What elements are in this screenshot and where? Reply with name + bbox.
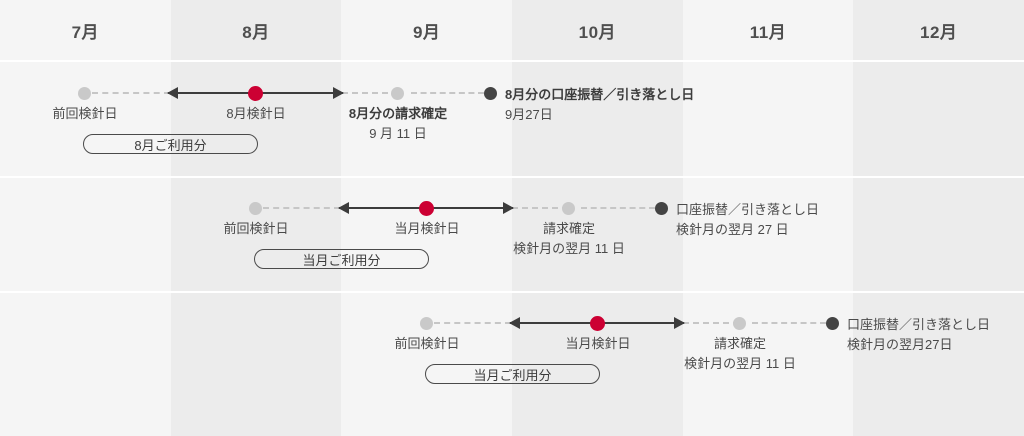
divider-row-1 (0, 176, 1024, 178)
label-billing-confirmed-row2: 請求確定 検針月の翌月 11 日 (513, 219, 625, 258)
node-debit-row1 (484, 87, 497, 100)
node-billing-confirmed-row3 (733, 317, 746, 330)
dash-arrow-to-billing-row3 (683, 322, 739, 324)
debit-title-row2: 口座振替／引き落とし日 (676, 202, 820, 217)
column-background-october (512, 0, 683, 436)
billing-confirmed-title-row3: 請求確定 (713, 336, 767, 351)
label-current-reading-row1: 8月検針日 (226, 106, 286, 121)
month-label-october: 10月 (578, 23, 617, 42)
dash-billing-to-debit-row3 (752, 322, 826, 324)
debit-date-row2: 検針月の翌月 27 日 (676, 221, 789, 237)
divider-row-2 (0, 291, 1024, 293)
arrow-head-left-icon-row3 (509, 317, 520, 329)
label-billing-confirmed-row1: 8月分の請求確定 9 月 11 日 (349, 104, 447, 143)
month-header: 7月 8月 9月 10月 11月 12月 (0, 0, 1024, 61)
node-current-reading-row1 (248, 86, 263, 101)
month-label-november: 11月 (749, 23, 787, 42)
usage-period-pill-row2: 当月ご利用分 (254, 249, 429, 269)
column-background-december (853, 0, 1024, 436)
node-previous-reading-row3 (420, 317, 433, 330)
dash-prev-to-arrow-row3 (434, 322, 511, 324)
billing-confirmed-title-row1: 8月分の請求確定 (348, 106, 448, 121)
month-label-august: 8月 (242, 23, 270, 42)
arrow-head-right-icon-row3 (674, 317, 685, 329)
node-billing-confirmed-row2 (562, 202, 575, 215)
node-previous-reading-row2 (249, 202, 262, 215)
node-debit-row2 (655, 202, 668, 215)
label-debit-row1: 8月分の口座振替／引き落とし日 9月27日 (505, 85, 694, 124)
column-background-november (682, 0, 854, 436)
label-previous-reading-row1: 前回検針日 (52, 106, 118, 121)
label-previous-reading-row3: 前回検針日 (394, 336, 460, 351)
arrow-head-left-icon-row1 (167, 87, 178, 99)
usage-period-pill-row3: 当月ご利用分 (425, 364, 600, 384)
dash-prev-to-arrow-row2 (263, 207, 340, 209)
debit-date-row3: 検針月の翌月27日 (847, 336, 953, 352)
dash-prev-to-arrow-row1 (92, 92, 170, 94)
node-current-reading-row2 (419, 201, 434, 216)
label-previous-reading-row2: 前回検針日 (223, 221, 289, 236)
usage-period-pill-row1: 8月ご利用分 (83, 134, 258, 154)
label-billing-confirmed-row3: 請求確定 検針月の翌月 11 日 (684, 334, 796, 373)
node-current-reading-row3 (590, 316, 605, 331)
dash-billing-to-debit-row2 (581, 207, 655, 209)
month-label-september: 9月 (412, 23, 441, 42)
debit-title-row1: 8月分の口座振替／引き落とし日 (505, 87, 695, 102)
label-debit-row3: 口座振替／引き落とし日 検針月の翌月27日 (847, 315, 990, 354)
billing-confirmed-date-row2: 検針月の翌月 11 日 (513, 240, 625, 256)
debit-title-row3: 口座振替／引き落とし日 (847, 317, 991, 332)
arrow-head-left-icon-row2 (338, 202, 349, 214)
arrow-head-right-icon-row1 (333, 87, 344, 99)
node-previous-reading-row1 (78, 87, 91, 100)
billing-confirmed-title-row2: 請求確定 (542, 221, 596, 236)
timeline-row-august: 前回検針日 8月検針日 8月分の請求確定 9 月 11 日 8月分の口座振替／引… (0, 62, 1024, 176)
arrow-head-right-icon-row2 (503, 202, 514, 214)
timeline-row-current-1: 前回検針日 当月検針日 請求確定 検針月の翌月 11 日 口座振替／引き落とし日… (0, 177, 1024, 291)
billing-confirmed-date-row1: 9 月 11 日 (369, 125, 427, 141)
node-billing-confirmed-row1 (391, 87, 404, 100)
debit-date-row1: 9月27日 (505, 106, 553, 122)
column-background-july (0, 0, 171, 436)
dash-arrow-to-billing-row2 (512, 207, 568, 209)
timeline-row-current-2: 前回検針日 当月検針日 請求確定 検針月の翌月 11 日 口座振替／引き落とし日… (0, 292, 1024, 436)
divider-header (0, 60, 1024, 62)
month-label-july: 7月 (71, 23, 100, 42)
billing-confirmed-date-row3: 検針月の翌月 11 日 (684, 355, 796, 371)
column-background-august (170, 0, 342, 436)
node-debit-row3 (826, 317, 839, 330)
column-background-september (341, 0, 513, 436)
label-current-reading-row2: 当月検針日 (394, 221, 460, 236)
month-label-december: 12月 (919, 23, 958, 42)
label-current-reading-row3: 当月検針日 (565, 336, 631, 351)
dash-arrow-to-billing-row1 (342, 92, 398, 94)
label-debit-row2: 口座振替／引き落とし日 検針月の翌月 27 日 (676, 200, 819, 239)
dash-billing-to-debit-row1 (411, 92, 484, 94)
